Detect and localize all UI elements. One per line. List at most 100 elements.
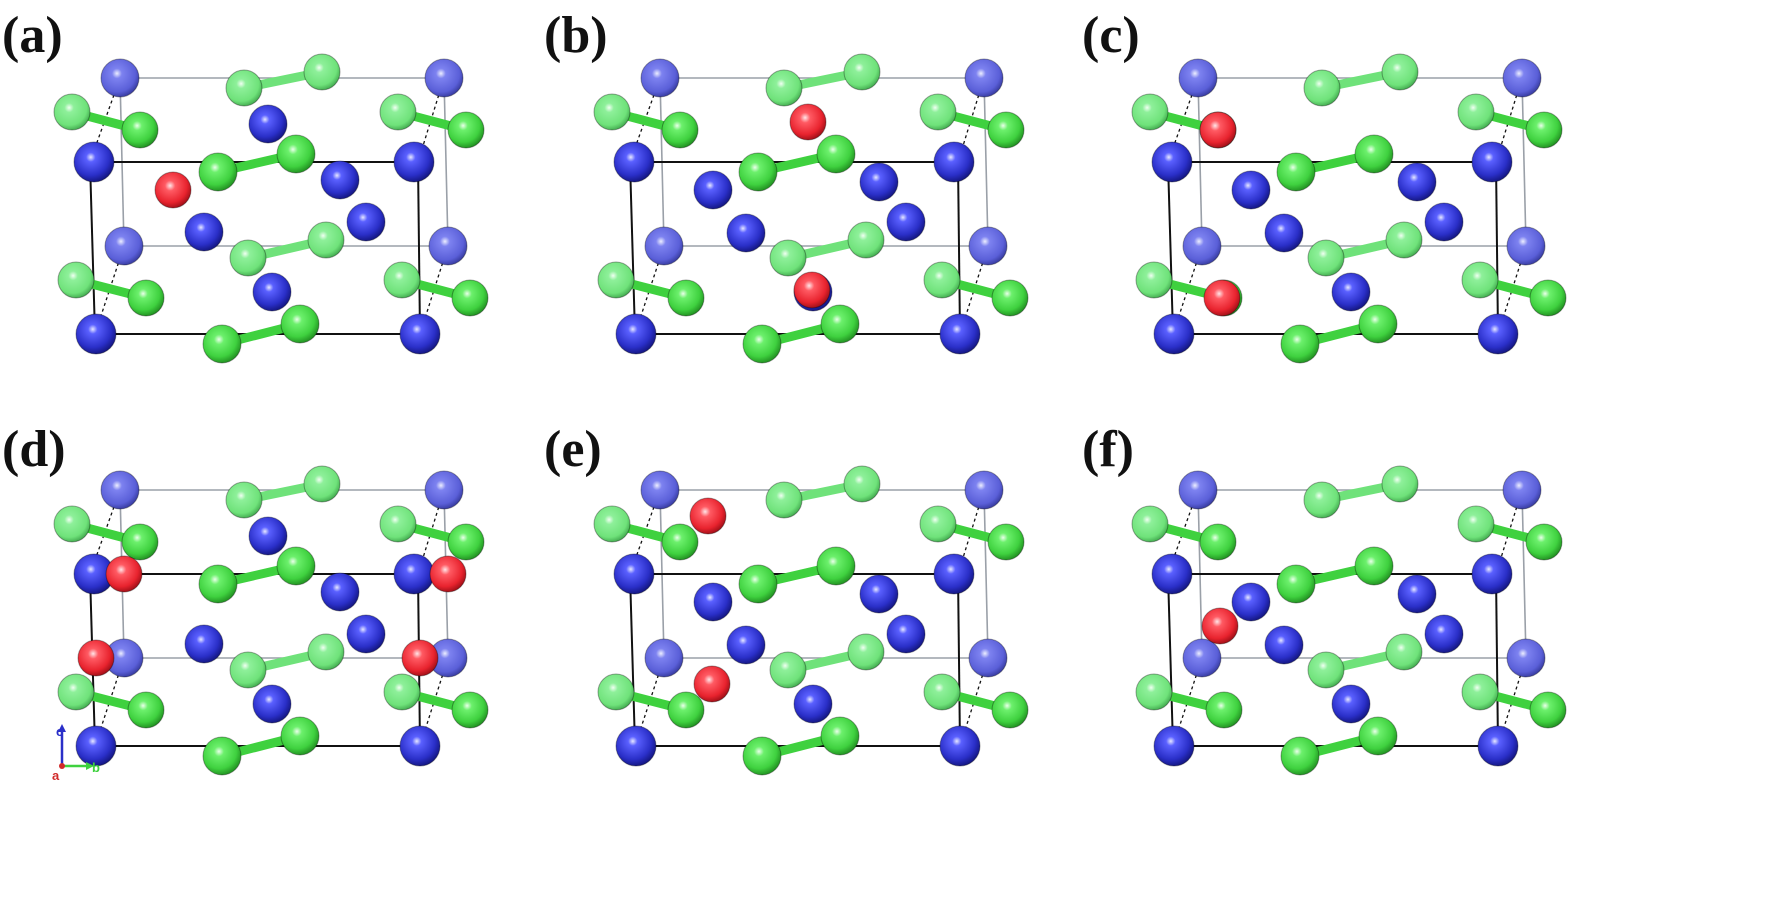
c-axis-arrowhead <box>58 724 66 732</box>
green-atom <box>1457 93 1495 131</box>
green-atom-back <box>307 633 345 671</box>
b-axis-label: b <box>92 760 100 775</box>
green-atom <box>661 111 699 149</box>
blue-atom <box>399 313 441 355</box>
green-atom <box>383 261 421 299</box>
green-atom <box>597 673 635 711</box>
panel-label: (d) <box>2 421 66 478</box>
green-atom <box>991 691 1029 729</box>
panel-label: (f) <box>1082 421 1134 478</box>
structure-panel-3: (c) <box>1082 7 1567 364</box>
blue-atom-back <box>104 226 144 266</box>
green-atom <box>57 261 95 299</box>
green-atom-back <box>307 221 345 259</box>
blue-atom <box>184 212 224 252</box>
green-atom <box>987 523 1025 561</box>
blue-atom <box>613 141 655 183</box>
green-atom <box>738 564 778 604</box>
cell-edge-front <box>629 161 636 335</box>
blue-atom <box>859 162 899 202</box>
green-atom-back <box>1385 221 1423 259</box>
green-atom <box>1354 134 1394 174</box>
green-atom-back <box>843 53 881 91</box>
green-atom <box>593 93 631 131</box>
blue-atom-back <box>968 638 1008 678</box>
blue-atom-back <box>1502 470 1542 510</box>
green-atom <box>1525 111 1563 149</box>
red-atom <box>1201 607 1239 645</box>
green-atom <box>379 505 417 543</box>
blue-atom <box>1471 141 1513 183</box>
green-atom <box>1280 736 1320 776</box>
green-atom <box>53 93 91 131</box>
blue-atom <box>613 553 655 595</box>
blue-atom <box>1231 170 1271 210</box>
green-atom-back <box>225 69 263 107</box>
green-atom-back <box>765 69 803 107</box>
green-atom-back <box>1385 633 1423 671</box>
green-atom <box>820 304 860 344</box>
cell-edge-back <box>983 489 989 659</box>
cell-edge-front <box>1167 161 1174 335</box>
blue-atom <box>248 104 288 144</box>
red-atom <box>689 497 727 535</box>
blue-atom <box>933 553 975 595</box>
blue-atom <box>1477 313 1519 355</box>
green-atom <box>1276 152 1316 192</box>
blue-atom-back <box>1182 638 1222 678</box>
blue-atom <box>615 725 657 767</box>
cell-edge-front <box>1495 573 1499 747</box>
green-atom <box>1358 304 1398 344</box>
green-atom-back <box>1307 239 1345 277</box>
blue-atom <box>1153 725 1195 767</box>
green-atom <box>738 152 778 192</box>
green-atom <box>280 716 320 756</box>
green-atom <box>379 93 417 131</box>
blue-atom <box>252 272 292 312</box>
green-atom <box>1461 673 1499 711</box>
blue-atom <box>1151 553 1193 595</box>
green-atom-back <box>225 481 263 519</box>
panel-label: (c) <box>1082 7 1140 64</box>
cell-edge-front <box>417 161 421 335</box>
red-atom <box>77 639 115 677</box>
green-atom <box>1280 324 1320 364</box>
cell-edge-front <box>89 161 96 335</box>
green-atom-back <box>1303 69 1341 107</box>
green-atom <box>1131 93 1169 131</box>
green-atom <box>820 716 860 756</box>
green-atom <box>1457 505 1495 543</box>
blue-atom <box>184 624 224 664</box>
blue-atom <box>1424 614 1464 654</box>
blue-atom <box>320 160 360 200</box>
green-atom <box>447 523 485 561</box>
green-atom <box>597 261 635 299</box>
structure-panel-1: (a) <box>2 7 489 364</box>
blue-atom-back <box>424 58 464 98</box>
green-atom <box>198 152 238 192</box>
c-axis-label: c <box>56 724 63 739</box>
blue-atom <box>320 572 360 612</box>
red-atom <box>693 665 731 703</box>
blue-atom <box>75 313 117 355</box>
b-axis-arrowhead <box>86 762 94 770</box>
cell-edge-front <box>629 573 636 747</box>
blue-atom <box>693 582 733 622</box>
green-atom <box>451 691 489 729</box>
green-atom <box>451 279 489 317</box>
green-atom <box>816 134 856 174</box>
green-atom <box>1199 523 1237 561</box>
panel-label: (e) <box>544 421 602 478</box>
green-atom-back <box>769 239 807 277</box>
green-atom <box>667 279 705 317</box>
blue-atom <box>346 614 386 654</box>
green-atom <box>1276 564 1316 604</box>
green-atom-back <box>1303 481 1341 519</box>
green-atom <box>661 523 699 561</box>
structure-panel-6: (f) <box>1082 421 1567 776</box>
blue-atom-back <box>428 226 468 266</box>
blue-atom <box>939 313 981 355</box>
blue-atom <box>886 202 926 242</box>
blue-atom <box>1477 725 1519 767</box>
green-atom <box>923 261 961 299</box>
